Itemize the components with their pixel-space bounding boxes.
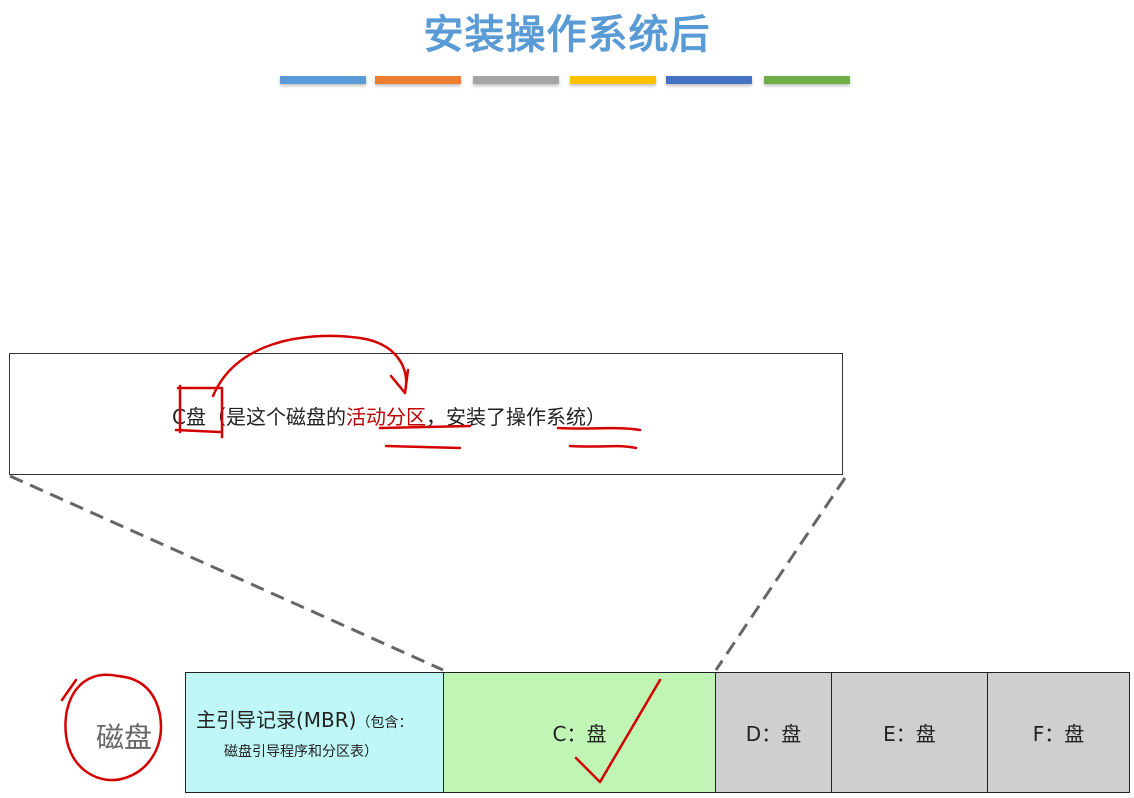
disk-circle-mark [60,673,163,782]
mbr-line2: 磁盘引导程序和分区表） [224,744,378,760]
color-bar-2 [375,76,461,84]
c-drive-bracket-mark [174,384,224,439]
segment-e-drive: E：盘 [831,672,988,793]
mbr-title: 主引导记录(MBR) [196,708,357,732]
zoom-callout-box [9,353,843,475]
color-bar-3 [473,76,559,84]
c-drive-label: C盘 [172,405,206,429]
paren-open-text: （是这个磁盘的 [205,405,346,429]
mbr-contains: （包含： [356,715,413,731]
zoom-connector-left [9,474,444,672]
page-title: 安装操作系统后 [423,12,711,58]
segment-e-label: E：盘 [883,722,936,746]
zoom-callout-text: C盘（是这个磁盘的活动分区，安装了操作系统） [172,401,606,430]
segment-mbr: 主引导记录(MBR)（包含： 磁盘引导程序和分区表） [185,672,444,793]
segment-c-drive: C：盘 [443,672,716,793]
segment-d-label: D：盘 [745,722,802,746]
zoom-connector-right [714,477,847,671]
curved-arrow-mark [211,334,410,398]
os-underline [556,426,642,450]
color-bar-1 [280,76,366,84]
disk-label: 磁盘 [96,721,153,754]
mbr-line1: 主引导记录(MBR)（包含： [196,704,412,733]
segment-f-drive: F：盘 [987,672,1130,793]
color-bar-5 [666,76,752,84]
active-partition-underline [378,424,472,450]
checkmark [574,678,662,784]
paren-close-text: ） [585,405,606,429]
color-bar-4 [570,76,656,84]
segment-c-label: C：盘 [552,722,607,746]
color-bar-6 [764,76,850,84]
active-partition-text: 活动分区 [345,405,426,429]
segment-f-label: F：盘 [1032,722,1085,746]
os-text: 操作系统 [505,405,586,429]
